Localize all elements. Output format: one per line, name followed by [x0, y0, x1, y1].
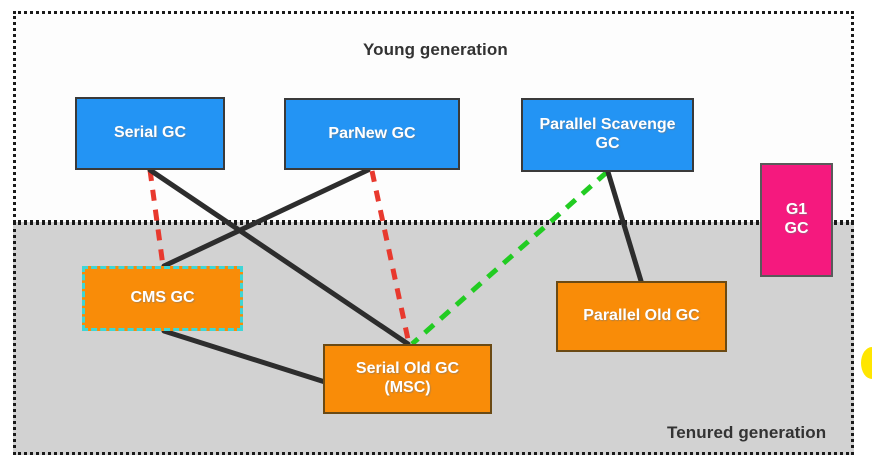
node-serial-old-gc[interactable]: Serial Old GC (MSC) [323, 344, 492, 414]
node-parallel-old-gc-label: Parallel Old GC [583, 307, 700, 325]
node-parnew-gc-label: ParNew GC [328, 124, 416, 142]
node-parallel-scavenge-gc-label-line2: GC [595, 135, 620, 152]
node-cms-gc-label: CMS GC [130, 289, 195, 307]
young-generation-label: Young generation [363, 40, 508, 59]
node-parallel-scavenge-gc-label-line1: Parallel Scavenge [539, 116, 676, 134]
yellow-ellipse-marker [861, 347, 872, 379]
node-g1-gc-label-line1: G1 [785, 201, 808, 219]
node-parnew-gc[interactable]: ParNew GC [284, 98, 460, 170]
node-cms-gc[interactable]: CMS GC [82, 266, 243, 331]
node-parallel-scavenge-gc[interactable]: Parallel Scavenge GC [521, 98, 694, 172]
node-serial-gc[interactable]: Serial GC [75, 97, 225, 170]
node-g1-gc[interactable]: G1 GC [760, 163, 833, 277]
node-serial-old-gc-label-line2: (MSC) [384, 379, 431, 396]
tenured-generation-region [13, 222, 854, 455]
node-serial-old-gc-label-line1: Serial Old GC [355, 360, 460, 378]
node-g1-gc-label-line2: GC [784, 220, 809, 237]
tenured-generation-label: Tenured generation [667, 423, 827, 442]
node-parallel-old-gc[interactable]: Parallel Old GC [556, 281, 727, 352]
node-serial-gc-label: Serial GC [113, 124, 187, 142]
